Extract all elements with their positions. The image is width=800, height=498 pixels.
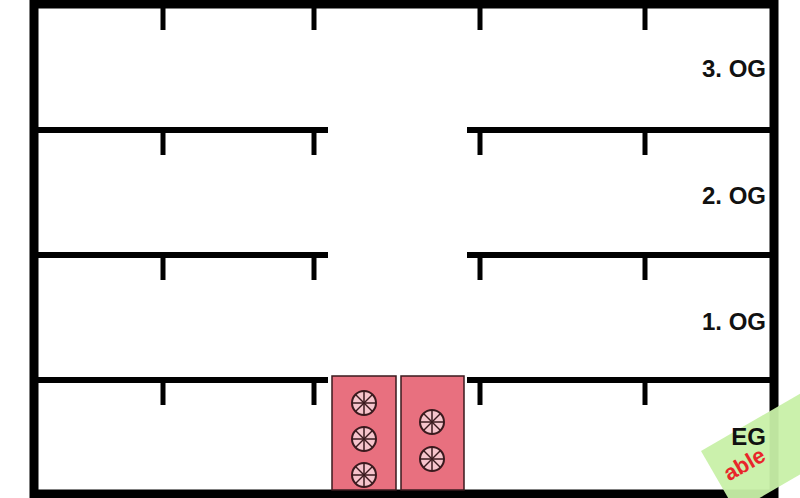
wall-stub <box>161 133 166 155</box>
wall-stub <box>478 258 483 280</box>
floor-slabs <box>34 130 774 380</box>
wall-stub <box>478 133 483 155</box>
floor-label: 2. OG <box>702 184 766 208</box>
ventilation-units <box>332 376 464 490</box>
wall-stub <box>478 8 483 30</box>
wall-stub <box>312 258 317 280</box>
wall-stub <box>312 133 317 155</box>
wall-stubs <box>163 8 645 405</box>
wall-stub <box>643 133 648 155</box>
wall-stub <box>643 383 648 405</box>
wall-stub <box>161 8 166 30</box>
wall-stub <box>161 258 166 280</box>
outer-wall <box>34 4 774 494</box>
wall-stub <box>643 258 648 280</box>
wall-stub <box>312 8 317 30</box>
floor-label: 1. OG <box>702 310 766 334</box>
stamp-note <box>701 366 800 498</box>
wall-stub <box>643 8 648 30</box>
floor-label: EG <box>731 425 766 449</box>
wall-stub <box>478 383 483 405</box>
floor-label: 3. OG <box>702 57 766 81</box>
wall-stub <box>161 383 166 405</box>
wall-stub <box>312 383 317 405</box>
